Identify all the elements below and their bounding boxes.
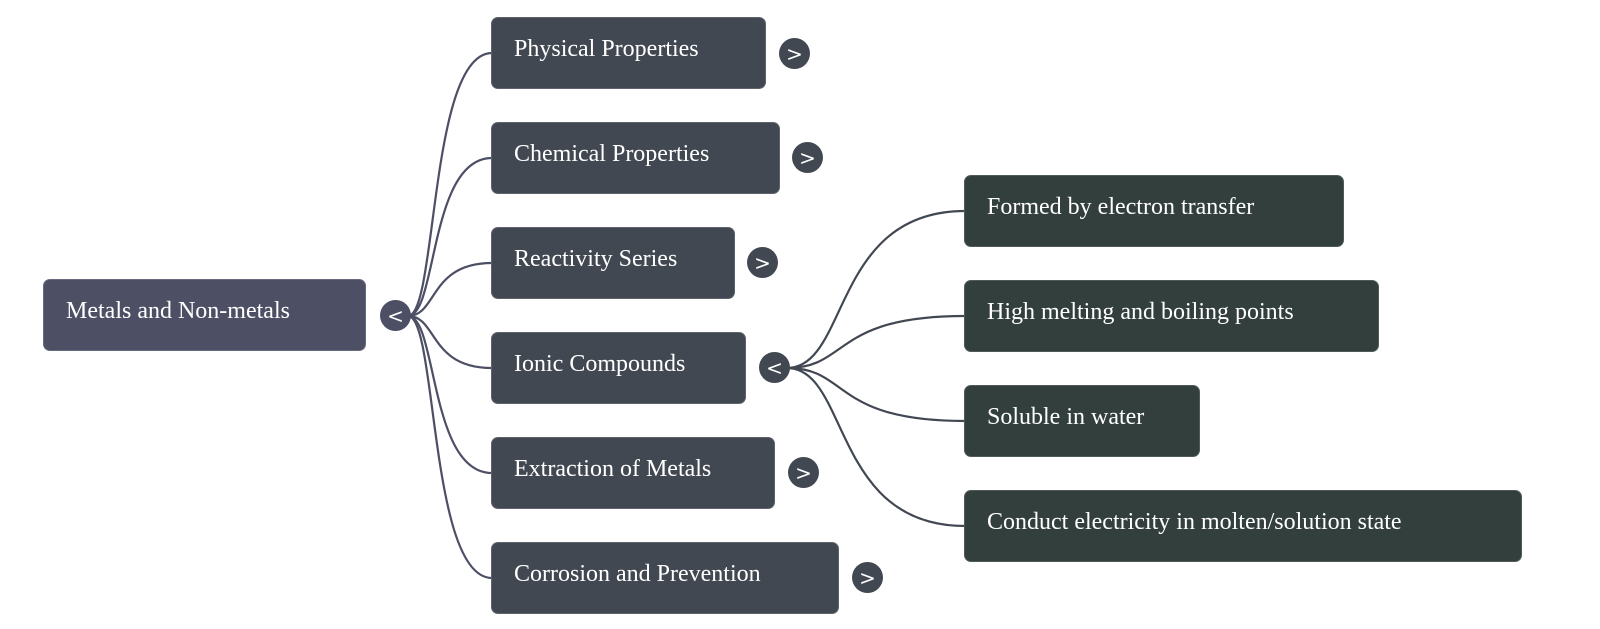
branch-label: Extraction of Metals <box>514 455 712 482</box>
expand-toggle-chemical-properties[interactable]: > <box>792 142 823 173</box>
branch-label: Ionic Compounds <box>514 350 686 377</box>
branch-reactivity-series[interactable]: Reactivity Series <box>491 227 735 299</box>
leaf-conduct-electricity[interactable]: Conduct electricity in molten/solution s… <box>964 490 1522 562</box>
branch-ionic-compounds[interactable]: Ionic Compounds <box>491 332 746 404</box>
leaf-label: Formed by electron transfer <box>987 193 1255 220</box>
branch-chemical-properties[interactable]: Chemical Properties <box>491 122 780 194</box>
expand-toggle-corrosion-and-prevention[interactable]: > <box>852 562 883 593</box>
connector-ionic-to-leaf-2 <box>786 366 966 423</box>
leaf-high-melting-and-boiling-points[interactable]: High melting and boiling points <box>964 280 1379 352</box>
branch-label: Reactivity Series <box>514 245 678 272</box>
branch-label: Chemical Properties <box>514 140 710 167</box>
expand-toggle-reactivity-series[interactable]: > <box>747 247 778 278</box>
chevron-right-icon: > <box>754 250 771 275</box>
root-node-label: Metals and Non-metals <box>66 297 290 324</box>
connector-ionic-to-leaf-3 <box>786 366 966 528</box>
leaf-label: Soluble in water <box>987 403 1145 430</box>
branch-corrosion-and-prevention[interactable]: Corrosion and Prevention <box>491 542 839 614</box>
leaf-label: High melting and boiling points <box>987 298 1294 325</box>
chevron-left-icon: < <box>766 355 783 380</box>
chevron-right-icon: > <box>795 460 812 485</box>
connector-root-to-branch-0 <box>407 51 493 318</box>
expand-toggle-physical-properties[interactable]: > <box>779 38 810 69</box>
root-collapse-toggle[interactable]: < <box>380 300 411 331</box>
connector-root-to-branch-4 <box>407 314 493 475</box>
connector-root-to-branch-2 <box>407 261 493 318</box>
collapse-toggle-ionic-compounds[interactable]: < <box>759 352 790 383</box>
leaf-label: Conduct electricity in molten/solution s… <box>987 508 1402 535</box>
chevron-right-icon: > <box>859 565 876 590</box>
expand-toggle-extraction-of-metals[interactable]: > <box>788 457 819 488</box>
root-node[interactable]: Metals and Non-metals <box>43 279 366 351</box>
connector-root-to-branch-1 <box>407 156 493 318</box>
chevron-right-icon: > <box>786 41 803 66</box>
connector-root-to-branch-5 <box>407 314 493 580</box>
connector-ionic-to-leaf-0 <box>786 209 966 370</box>
connector-ionic-to-leaf-1 <box>786 314 966 370</box>
branch-label: Physical Properties <box>514 35 699 62</box>
branch-extraction-of-metals[interactable]: Extraction of Metals <box>491 437 775 509</box>
branch-label: Corrosion and Prevention <box>514 560 761 587</box>
branch-physical-properties[interactable]: Physical Properties <box>491 17 766 89</box>
chevron-left-icon: < <box>387 303 404 328</box>
chevron-right-icon: > <box>799 145 816 170</box>
leaf-formed-by-electron-transfer[interactable]: Formed by electron transfer <box>964 175 1344 247</box>
leaf-soluble-in-water[interactable]: Soluble in water <box>964 385 1200 457</box>
connector-root-to-branch-3 <box>407 314 493 370</box>
